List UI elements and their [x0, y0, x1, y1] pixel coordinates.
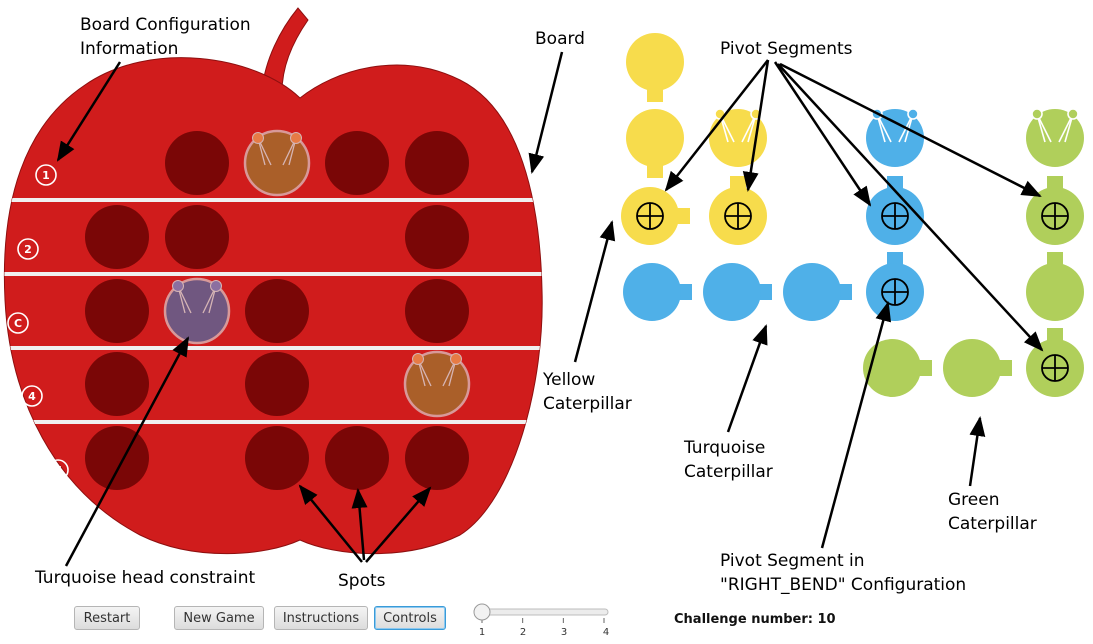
slider-tick-label: 3	[560, 627, 568, 638]
yellow-pivot-segment[interactable]	[621, 187, 690, 245]
turquoise-segment[interactable]	[783, 263, 852, 321]
board-spot[interactable]	[245, 426, 309, 490]
board-spot[interactable]	[165, 205, 229, 269]
slider-tick-label: 2	[519, 627, 527, 638]
board-spot[interactable]	[405, 205, 469, 269]
board-spot[interactable]	[85, 352, 149, 416]
yellow-pivot-segment[interactable]	[709, 176, 767, 245]
label-pivot-bend-1: Pivot Segment in	[720, 551, 865, 571]
speed-slider[interactable]	[473, 603, 609, 623]
board-spot[interactable]	[325, 131, 389, 195]
yellow-head-constraint[interactable]	[243, 129, 311, 197]
turquoise-head-constraint[interactable]	[163, 277, 231, 345]
turquoise-segment[interactable]	[623, 263, 692, 321]
label-board: Board	[535, 29, 585, 49]
row-label: 4	[21, 385, 43, 407]
slider-track	[477, 608, 609, 616]
arrow-spots-2	[351, 488, 368, 561]
apple-board: 1 2C 4E	[3, 7, 543, 555]
board-spot[interactable]	[405, 279, 469, 343]
yellow-segment[interactable]	[626, 33, 684, 102]
board-spot[interactable]	[325, 426, 389, 490]
row-label: 1	[35, 164, 57, 186]
green-segment[interactable]	[863, 339, 932, 397]
arrow-pivot-5	[777, 63, 1044, 352]
arrow-spots-1	[298, 484, 363, 563]
row-label: C	[7, 312, 29, 334]
apple-stem	[261, 7, 309, 93]
arrow-board	[528, 51, 564, 174]
new-game-button[interactable]: New Game	[174, 606, 264, 630]
label-spots: Spots	[338, 571, 386, 591]
arrow-spots-3	[365, 486, 432, 563]
restart-button[interactable]: Restart	[74, 606, 140, 630]
green-pivot-segment[interactable]	[1026, 176, 1084, 245]
label-board-config-2: Information	[80, 39, 179, 59]
arrow-pivot-bend	[820, 301, 892, 549]
caterpillar-pieces	[621, 33, 1084, 397]
row-label-text: 2	[24, 243, 32, 256]
instructions-button[interactable]: Instructions	[274, 606, 368, 630]
arrow-pivot-2	[742, 59, 770, 192]
label-turquoise-2: Caterpillar	[684, 462, 773, 482]
label-pivot-bend-2: "RIGHT_BEND" Configuration	[720, 575, 967, 595]
row-label-text: 1	[42, 169, 50, 182]
arrow-green	[968, 416, 986, 487]
board-spot[interactable]	[165, 131, 229, 195]
arrow-pivot-3	[773, 61, 872, 207]
green-head[interactable]	[1026, 108, 1084, 167]
board-spot[interactable]	[85, 205, 149, 269]
board-spot[interactable]	[85, 279, 149, 343]
row-label-text: 4	[28, 390, 36, 403]
arrow-head-constraint	[64, 336, 190, 567]
row-label-text: C	[14, 317, 22, 330]
turquoise-pivot-segment[interactable]	[866, 252, 924, 321]
turquoise-segment[interactable]	[703, 263, 772, 321]
arrow-pivot-4	[779, 62, 1042, 198]
row-label: 2	[17, 238, 39, 260]
annotation-arrows	[56, 51, 1044, 567]
challenge-number: Challenge number: 10	[674, 612, 836, 627]
label-head-constraint: Turquoise head constraint	[35, 568, 256, 588]
slider-thumb[interactable]	[473, 603, 491, 621]
turquoise-head[interactable]	[866, 108, 924, 167]
label-board-config-1: Board Configuration	[80, 15, 251, 35]
row-label-text: E	[54, 464, 62, 477]
arrow-yellow	[573, 220, 616, 363]
slider-tick-label: 1	[478, 627, 486, 638]
board-spot[interactable]	[245, 352, 309, 416]
green-segment[interactable]	[1026, 252, 1084, 321]
board-spot[interactable]	[85, 426, 149, 490]
label-green-1: Green	[948, 490, 1000, 510]
board-spot[interactable]	[405, 426, 469, 490]
arrow-pivot-1	[664, 59, 769, 192]
yellow-head-constraint[interactable]	[403, 350, 471, 418]
label-turquoise-1: Turquoise	[684, 438, 766, 458]
row-label: E	[47, 459, 69, 481]
arrow-board-config	[56, 61, 122, 162]
green-segment[interactable]	[943, 339, 1012, 397]
board-spot[interactable]	[405, 131, 469, 195]
label-pivot-segments: Pivot Segments	[720, 39, 853, 59]
board-spot[interactable]	[245, 279, 309, 343]
label-green-2: Caterpillar	[948, 514, 1037, 534]
green-pivot-segment[interactable]	[1026, 328, 1084, 397]
label-yellow-2: Caterpillar	[543, 394, 632, 414]
controls-button[interactable]: Controls	[374, 606, 446, 630]
arrow-turquoise	[726, 324, 768, 433]
turquoise-pivot-segment[interactable]	[866, 176, 924, 245]
slider-tick-label: 4	[602, 627, 610, 638]
label-yellow-1: Yellow	[543, 370, 596, 390]
row-separators	[4, 198, 543, 424]
yellow-segment[interactable]	[626, 109, 684, 178]
